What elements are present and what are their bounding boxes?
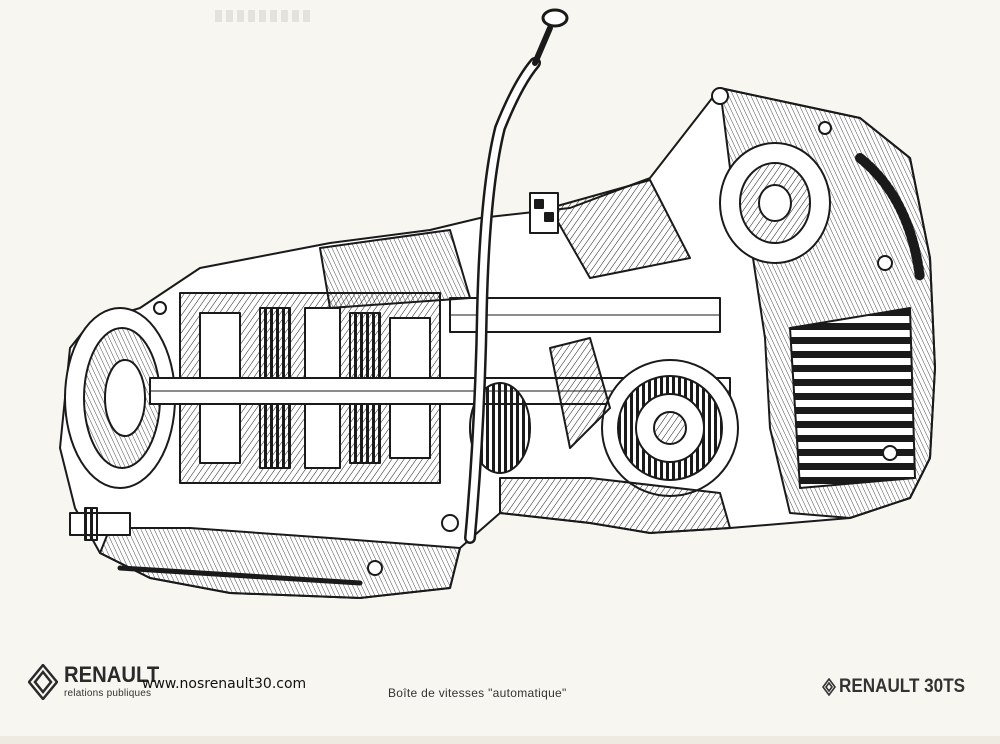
transmission-cutaway-illustration	[59, 8, 936, 599]
brand-subtitle: relations publiques	[64, 688, 152, 699]
model-label: RENAULT 30TS	[839, 676, 966, 697]
renault-diamond-small-icon	[822, 678, 836, 696]
brand-name: RENAULT	[64, 662, 160, 687]
faded-handwriting	[215, 10, 310, 22]
scan-edge	[0, 736, 1000, 744]
model-logo: RENAULT 30TS	[822, 676, 979, 698]
image-caption: Boîte de vitesses "automatique"	[388, 686, 567, 700]
footer: RENAULT relations publiques www.nosrenau…	[0, 650, 1000, 720]
renault-logo: RENAULT relations publiques	[28, 664, 167, 700]
website-link[interactable]: www.nosrenault30.com	[142, 676, 307, 692]
renault-diamond-icon	[28, 664, 58, 700]
